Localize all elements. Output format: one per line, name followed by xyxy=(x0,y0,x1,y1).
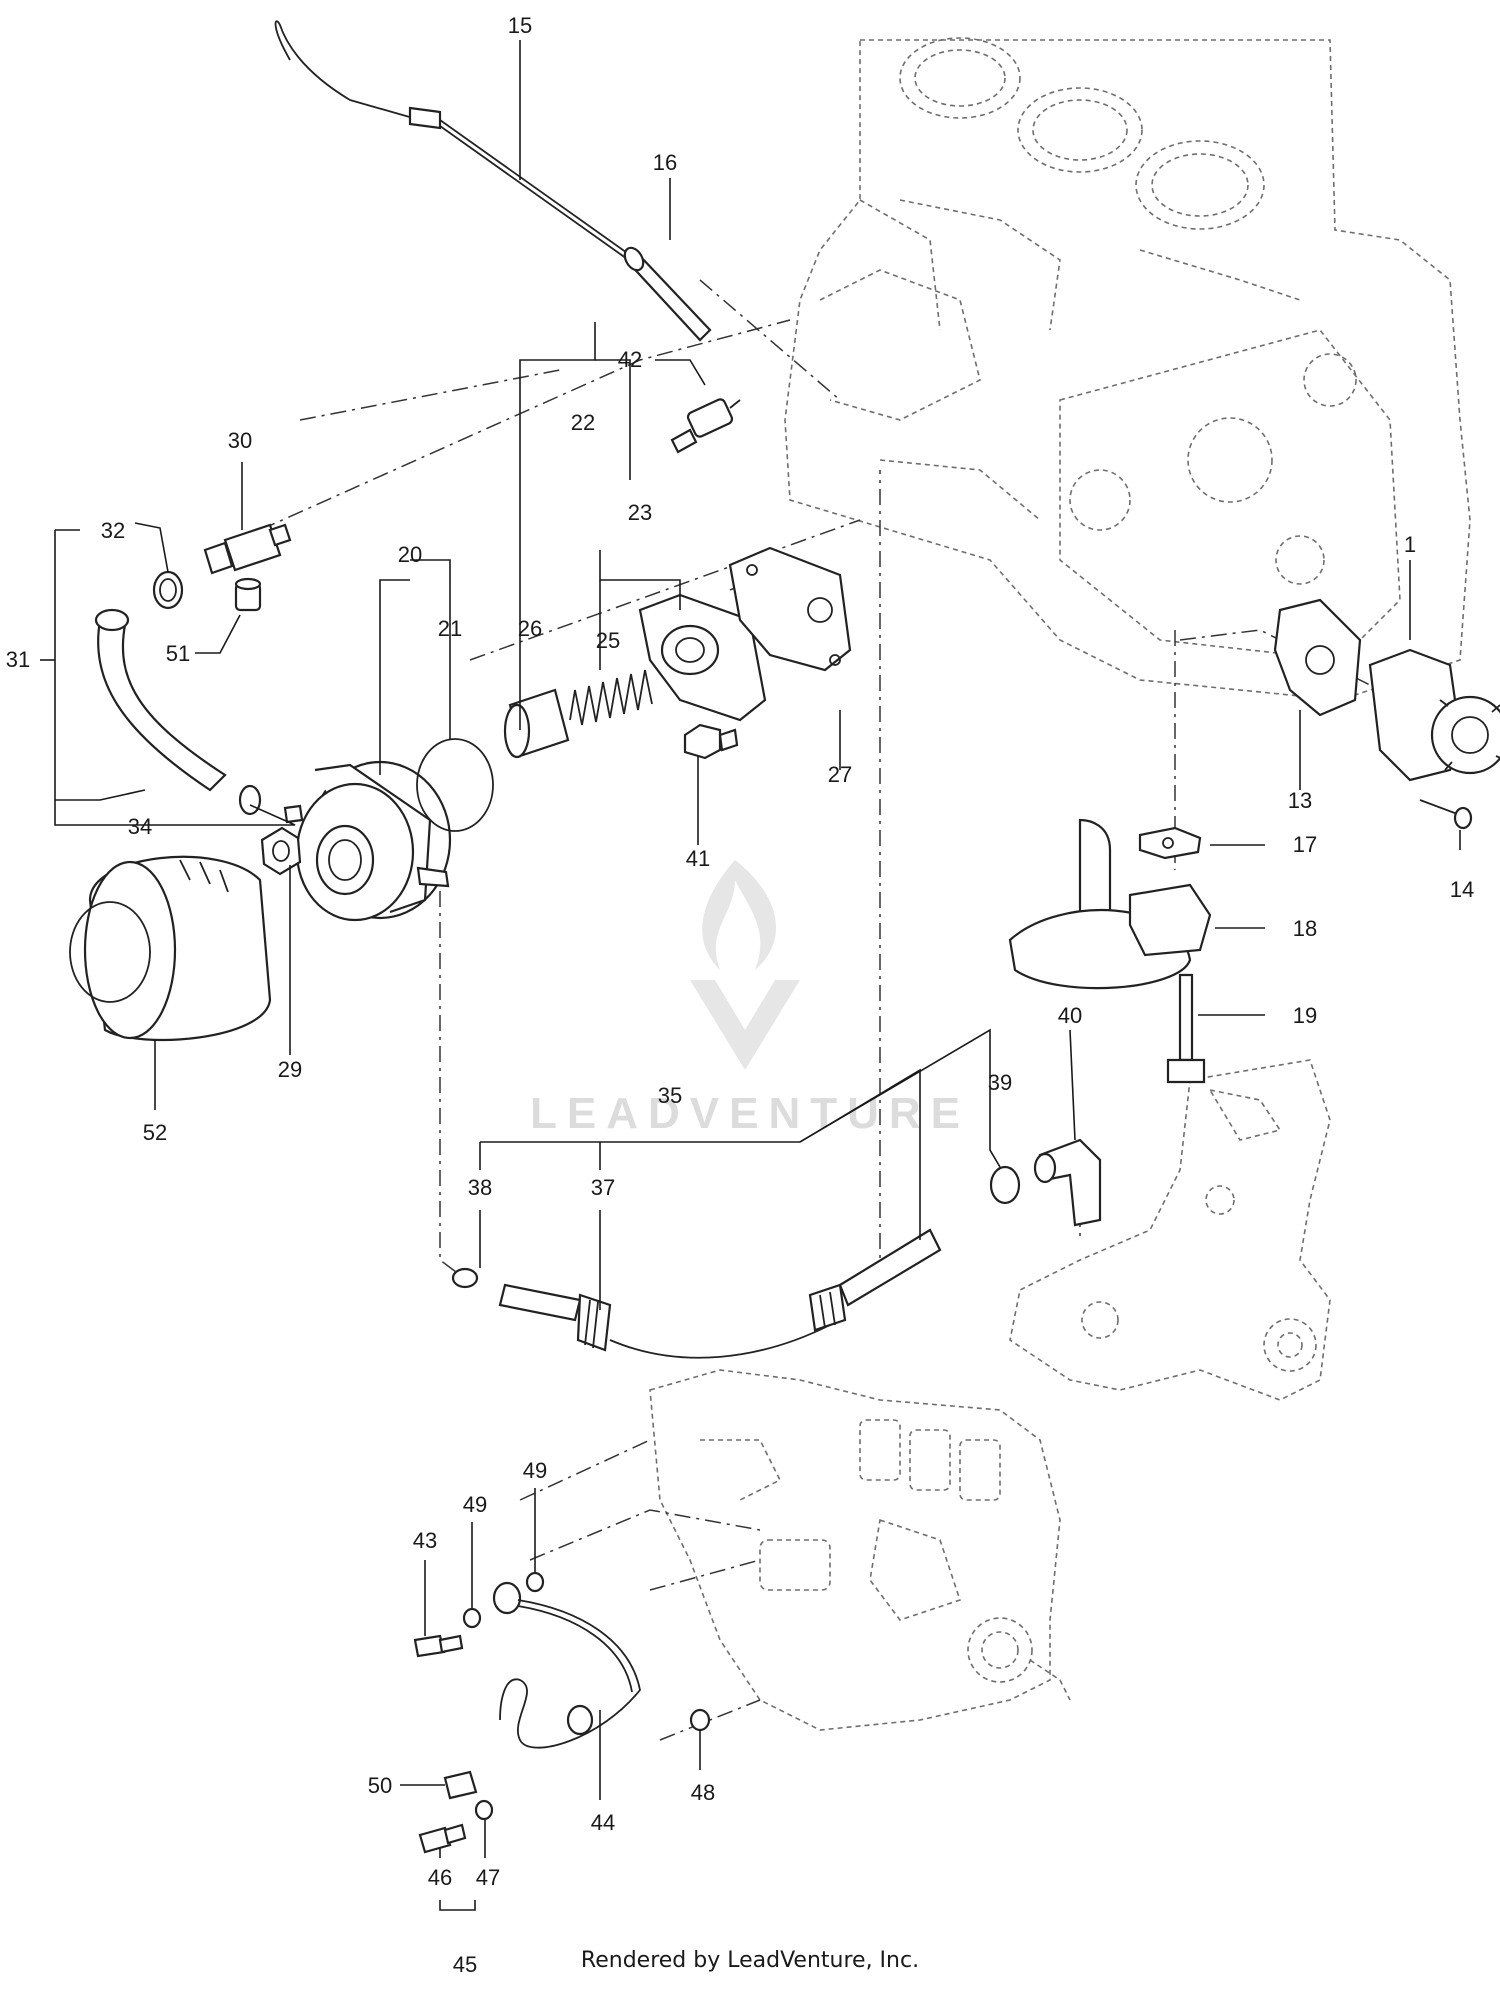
callout-40: 40 xyxy=(1058,1003,1082,1028)
callout-29: 29 xyxy=(278,1057,302,1082)
relief-valve xyxy=(503,688,570,759)
callout-23: 23 xyxy=(628,500,652,525)
callout-37: 37 xyxy=(591,1175,615,1200)
oil-pipe xyxy=(492,1581,641,1749)
nut-29 xyxy=(260,826,302,876)
callout-31: 31 xyxy=(6,647,30,672)
bolt-50 xyxy=(443,1770,478,1800)
washer-48 xyxy=(689,1708,711,1732)
callout-30: 30 xyxy=(228,428,252,453)
callout-52: 52 xyxy=(143,1120,167,1145)
strainer-gasket xyxy=(1138,826,1202,860)
callout-18: 18 xyxy=(1293,916,1317,941)
relief-spring xyxy=(569,669,653,726)
callout-42: 42 xyxy=(618,347,642,372)
watermark-logo: LEADVENTURE xyxy=(530,860,970,1138)
leader-lines xyxy=(40,40,1461,1911)
oil-strainer xyxy=(1008,818,1212,990)
callout-19: 19 xyxy=(1293,1003,1317,1028)
oil-filter xyxy=(69,855,272,1042)
callout-43: 43 xyxy=(413,1528,437,1553)
clamp-38 xyxy=(451,1267,479,1289)
callout-27: 27 xyxy=(828,762,852,787)
clamp-32 xyxy=(152,570,184,610)
bolt-43 xyxy=(413,1634,464,1658)
callout-35: 35 xyxy=(658,1083,682,1108)
dipstick-guide-tube xyxy=(623,246,712,342)
callout-47: 47 xyxy=(476,1865,500,1890)
washer-49a xyxy=(462,1607,482,1629)
callout-21: 21 xyxy=(438,616,462,641)
callout-51: 51 xyxy=(166,641,190,666)
oil-pressure-switch xyxy=(670,398,741,454)
oil-pump xyxy=(1368,648,1500,782)
bolt-46 xyxy=(418,1823,467,1854)
callout-32: 32 xyxy=(101,518,125,543)
oil-hose-37 xyxy=(498,1228,942,1359)
render-credit: Rendered by LeadVenture, Inc. xyxy=(580,1948,920,1973)
washer-47 xyxy=(474,1799,494,1821)
engine-block xyxy=(784,37,1471,701)
watermark-text: LEADVENTURE xyxy=(530,1089,970,1138)
callout-49a: 49 xyxy=(523,1458,547,1483)
callout-26: 26 xyxy=(518,616,542,641)
callout-48: 48 xyxy=(691,1780,715,1805)
oil-hose xyxy=(94,608,227,792)
callout-20: 20 xyxy=(398,542,422,567)
callout-34: 34 xyxy=(128,814,152,839)
clamp-39 xyxy=(989,1165,1021,1205)
callout-16: 16 xyxy=(653,150,677,175)
callout-17: 17 xyxy=(1293,832,1317,857)
callout-14: 14 xyxy=(1450,877,1474,902)
screw-14 xyxy=(1419,799,1473,830)
filter-housing xyxy=(638,593,767,722)
callout-labels: 15 16 42 30 22 23 32 20 21 26 25 31 51 2… xyxy=(6,13,1474,1977)
housing-gasket xyxy=(728,546,852,672)
fitting-30 xyxy=(203,523,292,575)
o-ring xyxy=(416,738,494,832)
gear-case-housing xyxy=(1009,1059,1331,1401)
bolt-41 xyxy=(683,723,739,760)
oil-filter-base xyxy=(283,760,452,922)
callout-1: 1 xyxy=(1404,532,1416,557)
callout-39: 39 xyxy=(988,1070,1012,1095)
callout-49b: 49 xyxy=(463,1492,487,1517)
plug-51 xyxy=(234,577,262,612)
dipstick xyxy=(274,20,631,262)
callout-45: 45 xyxy=(453,1952,477,1977)
elbow-fitting xyxy=(1033,1138,1102,1227)
callout-25: 25 xyxy=(596,628,620,653)
callout-41: 41 xyxy=(686,846,710,871)
callout-38: 38 xyxy=(468,1175,492,1200)
injection-pump xyxy=(649,1369,1071,1731)
assembly-centerlines xyxy=(259,279,1401,1741)
clamp-34 xyxy=(238,784,262,816)
callout-15: 15 xyxy=(508,13,532,38)
pump-gasket xyxy=(1273,598,1362,717)
callout-44: 44 xyxy=(591,1810,615,1835)
callout-50: 50 xyxy=(368,1773,392,1798)
callout-46: 46 xyxy=(428,1865,452,1890)
callout-22: 22 xyxy=(571,410,595,435)
callout-13: 13 xyxy=(1288,788,1312,813)
washer-49b xyxy=(525,1571,545,1593)
bolt-19 xyxy=(1166,973,1206,1084)
